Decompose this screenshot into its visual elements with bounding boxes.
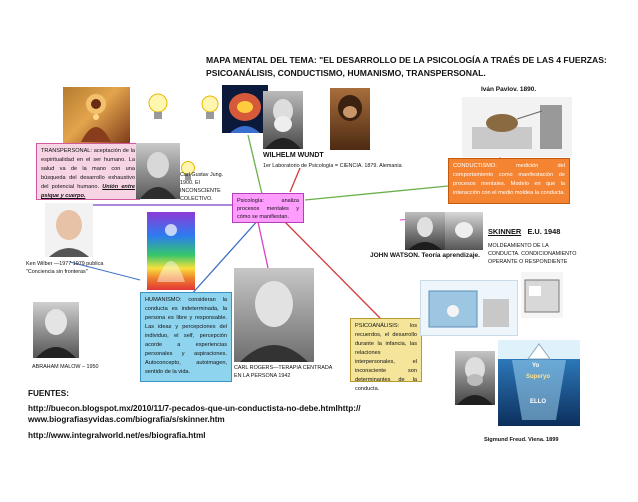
watson-experiment-image [445,212,483,250]
skinner-year: E.U. 1948 [527,227,561,236]
line-to-rogers [257,221,269,269]
iceberg-superyo-label: Superyo [526,374,551,380]
wundt-name: WILHELM WUNDT [263,152,324,159]
skinner-box-icon [524,279,560,313]
jung-caption: Carl Gustav Jung. 1900. El INCONSCIENTE … [180,172,224,202]
dog-experiment-icon [472,105,562,149]
person-portrait-icon [49,210,89,257]
wilber-portrait [45,203,93,257]
brain-icon [229,93,261,133]
chimpanzee-image [330,88,370,150]
jung-portrait [136,143,180,199]
conductismo-text: CONDUCTISMO: medición del comportamiento… [453,163,565,196]
sources-heading: FUENTES: [28,389,69,398]
psychology-center-box: Psicología: analiza procesos mentales y … [232,193,304,223]
baby-experiment-icon [455,222,473,238]
brain-image [222,85,268,133]
line-to-wilber [69,261,141,281]
psicoanalisis-text: PSICOANÁLISIS: los recuerdos, el desarro… [355,323,417,392]
skinner-caption: MOLDEAMIENTO DE LA CONDUCTA. CONDICIONAM… [488,243,577,265]
source-link-2[interactable]: www.biografiasyvidas.com/biografia/s/ski… [28,415,225,424]
person-portrait-icon [408,217,442,250]
transpersonal-box: TRANSPERSONAL: aceptación de la espiritu… [36,143,140,200]
line-to-psicoanalisis [284,221,381,319]
line-to-wundt [289,167,301,193]
person-portrait-icon [36,309,76,358]
skinner-box-image [521,272,563,318]
wundt-portrait [263,91,303,149]
conditioning-chamber-icon [428,290,509,328]
transpersonal-text: TRANSPERSONAL: aceptación de la espiritu… [41,148,135,190]
transpersonal-emphasis: Unión entre psique y cuerpo. [41,184,135,199]
conductismo-box: CONDUCTISMO: medición del comportamiento… [448,158,570,204]
iceberg-yo-label: Yo [532,363,540,369]
psychology-center-text: Psicología: analiza procesos mentales y … [237,198,299,220]
watson-portrait [405,212,445,250]
chakra-rainbow-image [147,212,195,290]
chimpanzee-icon [338,95,362,121]
freud-portrait [455,351,495,405]
rogers-portrait [234,268,314,362]
person-portrait-icon [240,281,308,362]
pavlov-caption: Iván Pavlov. 1890. [481,86,537,93]
person-portrait-icon [457,357,493,405]
transpersonal-image [63,87,130,143]
iceberg-ello-label: ELLO [530,399,546,405]
lightbulb-icon [181,161,195,180]
skinner-heading: SKINNER E.U. 1948 [488,228,560,236]
meditating-figure-icon [81,94,111,142]
conditioning-diagram-image [420,280,518,336]
source-link-1[interactable]: http://buecon.blogspot.mx/2010/11/7-peca… [28,404,361,413]
meditating-figure-icon [157,224,185,282]
psicoanalisis-box: PSICOANÁLISIS: los recuerdos, el desarro… [350,318,422,392]
wundt-caption: 1er Laboratorio de Psicología = CIENCIA.… [263,163,402,169]
lightbulb-icon [201,95,219,119]
rogers-caption: CARL ROGERS—TERAPIA CENTRADA EN LA PERSO… [234,365,333,379]
line-to-humanismo [189,217,261,297]
lightbulb-icon [148,93,168,119]
line-to-brain [247,134,263,195]
wilber-caption: Ken Wilber —1977 1979 publica "Concienci… [26,261,104,275]
humanismo-text: HUMANISMO: consideran la conducta es ind… [145,297,227,375]
person-portrait-icon [265,99,301,149]
source-link-3[interactable]: http://www.integralworld.net/es/biografi… [28,431,206,440]
person-portrait-icon [140,152,176,199]
page-title: MAPA MENTAL DEL TEMA: "EL DESARROLLO DE … [206,55,607,78]
freud-caption: Sigmund Freud. Viena. 1899 [484,437,559,443]
skinner-name: SKINNER [488,227,522,236]
line-to-conductismo [304,185,449,201]
iceberg-icon [512,343,566,420]
watson-caption: JOHN WATSON. Teoría aprendizaje. [370,252,480,259]
maslow-portrait [33,302,79,358]
maslow-caption: ABRAHAM MALOW – 1950 [32,364,99,370]
iceberg-image: Yo Superyo ELLO [498,340,580,426]
pavlov-laboratory-image [462,97,572,157]
humanismo-box: HUMANISMO: consideran la conducta es ind… [140,292,232,382]
